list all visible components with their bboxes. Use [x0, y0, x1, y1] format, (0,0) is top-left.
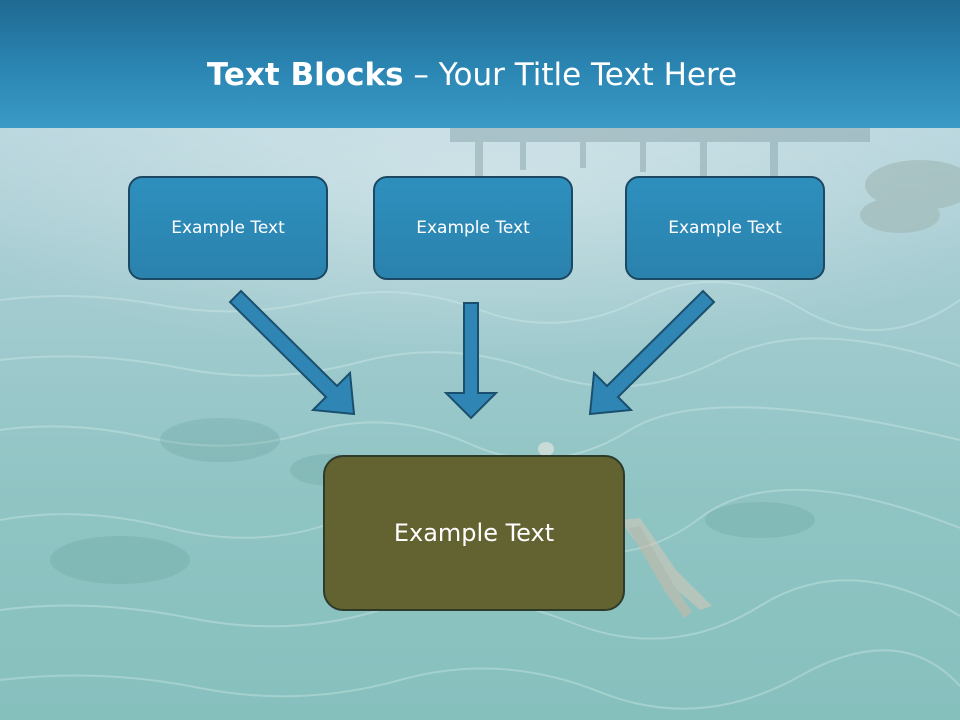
title-rest: Your Title Text Here	[438, 57, 738, 93]
swimmer-figure	[538, 442, 712, 618]
text-block-bottom-label: Example Text	[393, 519, 555, 547]
slide-title: Text Blocks – Your Title Text Here	[0, 52, 944, 98]
title-separator: –	[403, 57, 439, 93]
text-block-center-label: Example Text	[416, 218, 530, 238]
arrow-down-left	[588, 289, 716, 416]
rocks-right	[860, 160, 960, 233]
text-block-right-label: Example Text	[668, 218, 782, 238]
text-block-right[interactable]: Example Text	[625, 176, 825, 280]
title-bold-part: Text Blocks	[206, 57, 404, 93]
arrow-down-right	[228, 289, 356, 416]
title-bar	[0, 0, 960, 128]
text-block-center[interactable]: Example Text	[373, 176, 573, 280]
arrow-down	[443, 302, 499, 420]
text-block-left[interactable]: Example Text	[128, 176, 328, 280]
text-block-left-label: Example Text	[171, 218, 285, 238]
pier-silhouette	[450, 126, 870, 180]
text-block-bottom[interactable]: Example Text	[323, 455, 625, 611]
